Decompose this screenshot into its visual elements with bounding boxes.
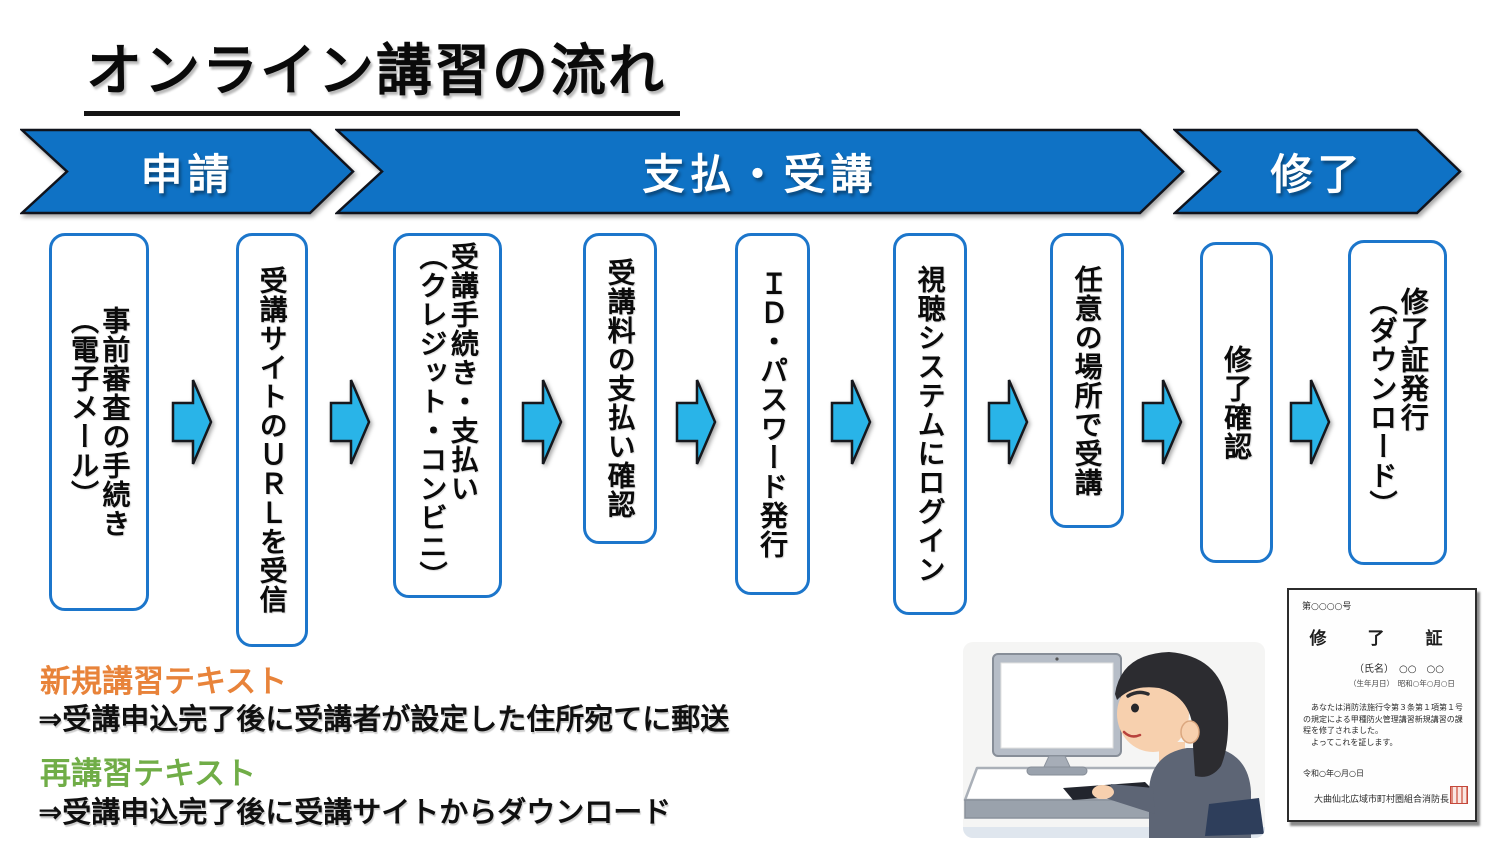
certificate-number: 第○○○○号 xyxy=(1302,602,1352,612)
flow-arrow-icon xyxy=(830,377,872,467)
monitor-icon xyxy=(992,653,1122,776)
step-label: ＩＤ・パスワード発行 xyxy=(756,269,790,559)
step-label: 事前審査の手続き （電子メール） xyxy=(67,306,132,538)
note-retraining-text-heading: 再講習テキスト xyxy=(40,756,257,792)
step-box-id-password: ＩＤ・パスワード発行 xyxy=(735,233,810,595)
step-box-payment-confirmation: 受講料の支払い確認 xyxy=(583,233,657,544)
person-at-computer-illustration xyxy=(963,642,1265,838)
person-figure xyxy=(1092,652,1264,838)
mouth xyxy=(1122,730,1142,738)
chair-back xyxy=(1205,798,1264,836)
stage-banner-payment-attendance: 支払・受講 xyxy=(335,128,1185,215)
stage-banner-label: 修了 xyxy=(1270,150,1365,199)
flow-arrow-icon xyxy=(521,377,563,467)
hand xyxy=(1092,785,1114,799)
step-box-attend-anywhere: 任意の場所で受講 xyxy=(1050,233,1124,528)
chevron-banner-shape-icon xyxy=(20,128,355,215)
step-label: 視聴システムにログイン xyxy=(913,264,947,584)
floor xyxy=(963,827,1265,838)
ear xyxy=(1180,720,1200,744)
certificate-date: 令和○年○月○日 xyxy=(1303,769,1364,778)
step-label: 修了確認 xyxy=(1220,344,1254,461)
step-box-pre-screening: 事前審査の手続き （電子メール） xyxy=(49,233,149,611)
hair xyxy=(1115,652,1229,777)
stage-banner-completion: 修了 xyxy=(1173,128,1462,215)
chevron-banner-shape-icon xyxy=(1173,128,1462,215)
flow-arrow-icon xyxy=(987,377,1029,467)
eyebrow xyxy=(1126,690,1150,698)
certificate-preview: 第○○○○号 修 了 証 （氏名） ○○ ○○ （生年月日） 昭和○年○月○日 … xyxy=(1287,588,1477,822)
certificate-title: 修 了 証 xyxy=(1309,629,1455,649)
step-box-certificate-issue: 修了証発行 （ダウンロード） xyxy=(1348,240,1447,565)
person-at-computer-icon xyxy=(963,652,1265,838)
step-label: 受講料の支払い確認 xyxy=(603,258,637,519)
step-label: 修了証発行 （ダウンロード） xyxy=(1365,286,1430,519)
step-label: 任意の場所で受講 xyxy=(1070,264,1104,497)
face xyxy=(1117,676,1189,752)
note-new-course-text-body: ⇒受講申込完了後に受講者が設定した住所宛てに郵送 xyxy=(38,702,730,736)
step-label: 受講手続き・支払い （クレジット・コンビニ） xyxy=(415,241,480,590)
certificate-name-line: （氏名） ○○ ○○ xyxy=(1354,664,1444,675)
certificate-birth-line: （生年月日） 昭和○年○月○日 xyxy=(1349,679,1455,688)
chevron-banner-shape-icon xyxy=(335,128,1185,215)
stage-banner-application: 申請 xyxy=(20,128,355,215)
step-box-system-login: 視聴システムにログイン xyxy=(893,233,967,615)
page-title: オンライン講習の流れ xyxy=(84,26,680,116)
eye xyxy=(1131,703,1139,713)
note-retraining-text-body: ⇒受講申込完了後に受講サイトからダウンロード xyxy=(38,795,672,829)
stage-banner-label: 支払・受講 xyxy=(642,150,878,199)
flow-arrow-icon xyxy=(675,377,717,467)
step-box-receive-url: 受講サイトのＵＲＬを受信 xyxy=(236,233,308,647)
step-label: 受講サイトのＵＲＬを受信 xyxy=(255,266,289,614)
official-seal-icon xyxy=(1450,786,1468,804)
step-box-procedure-payment: 受講手続き・支払い （クレジット・コンビニ） xyxy=(393,233,502,598)
stage-banner-label: 申請 xyxy=(140,150,235,199)
certificate-body-text: あなたは消防法施行令第３条第１項第１号の規定による甲種防火管理講習新規講習の課程… xyxy=(1303,703,1463,747)
flow-arrow-icon xyxy=(329,377,371,467)
flow-arrow-icon xyxy=(171,377,213,467)
note-new-course-text-heading: 新規講習テキスト xyxy=(40,664,288,700)
arm xyxy=(1105,784,1155,814)
flow-arrow-icon xyxy=(1141,377,1183,467)
step-box-completion-check: 修了確認 xyxy=(1200,242,1273,563)
flow-arrow-icon xyxy=(1289,377,1331,467)
certificate-issuer: 大曲仙北広域市町村圏組合消防長 xyxy=(1313,795,1449,805)
